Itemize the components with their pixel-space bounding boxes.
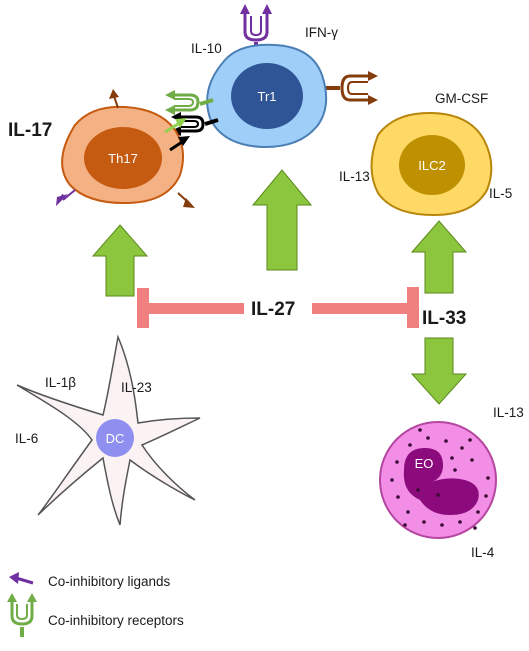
label-il5: IL-5	[489, 186, 512, 201]
tr1-right-receptor-icon	[326, 71, 378, 105]
label-il23: IL-23	[121, 380, 152, 395]
legend-receptors-text: Co-inhibitory receptors	[48, 613, 184, 628]
label-ifng: IFN-γ	[305, 25, 338, 40]
arrow-to-th17	[91, 224, 149, 297]
arrow-to-ilc2	[410, 220, 468, 294]
eo-label: EO	[415, 456, 434, 471]
ilc2-nucleus	[399, 135, 465, 195]
th17-nucleus	[84, 127, 162, 189]
dc-cell: DC	[16, 334, 201, 526]
label-il10: IL-10	[191, 41, 222, 56]
ilc2-cell: ILC2	[370, 111, 493, 217]
label-il33: IL-33	[422, 308, 466, 329]
label-il17: IL-17	[8, 120, 52, 141]
th17-right-bottom-ligand-icon	[177, 192, 195, 208]
label-il6: IL-6	[15, 431, 38, 446]
eo-granules	[390, 428, 490, 530]
tr1-cell: Tr1	[165, 4, 378, 149]
th17-cell: Th17	[56, 89, 195, 208]
th17-label: Th17	[108, 151, 138, 166]
label-gmcsf: GM-CSF	[435, 91, 488, 106]
legend-receptor-icon	[7, 593, 37, 637]
ilc2-label: ILC2	[418, 158, 445, 173]
th17-to-tr1-ligand-black-icon	[169, 136, 190, 152]
eo-cell: EO	[379, 421, 497, 539]
th17-to-tr1-ligand-green-icon	[164, 118, 187, 134]
legend-ligand-icon	[9, 572, 34, 585]
arrow-to-eo	[410, 337, 468, 405]
tr1-label: Tr1	[257, 89, 276, 104]
label-il4: IL-4	[471, 545, 495, 560]
arrow-to-tr1	[251, 169, 313, 271]
inhibit-il17-bar	[137, 288, 244, 328]
tr1-nucleus	[231, 63, 303, 129]
label-il13-ilc2: IL-13	[339, 169, 370, 184]
eo-nucleus	[403, 448, 479, 515]
th17-top-ligand-icon	[109, 89, 119, 109]
label-il27: IL-27	[251, 299, 295, 320]
legend-ligands-text: Co-inhibitory ligands	[48, 574, 171, 589]
th17-left-bottom-ligand-icon	[56, 189, 76, 206]
inhibit-il33-bar	[312, 287, 419, 328]
label-il1b: IL-1β	[45, 375, 76, 390]
dc-nucleus	[96, 419, 134, 457]
tr1-left-receptor-green-icon	[165, 90, 214, 115]
label-il13-eo: IL-13	[493, 405, 524, 420]
dc-label: DC	[106, 431, 125, 446]
legend: Co-inhibitory ligands Co-inhibitory rece…	[7, 572, 184, 637]
